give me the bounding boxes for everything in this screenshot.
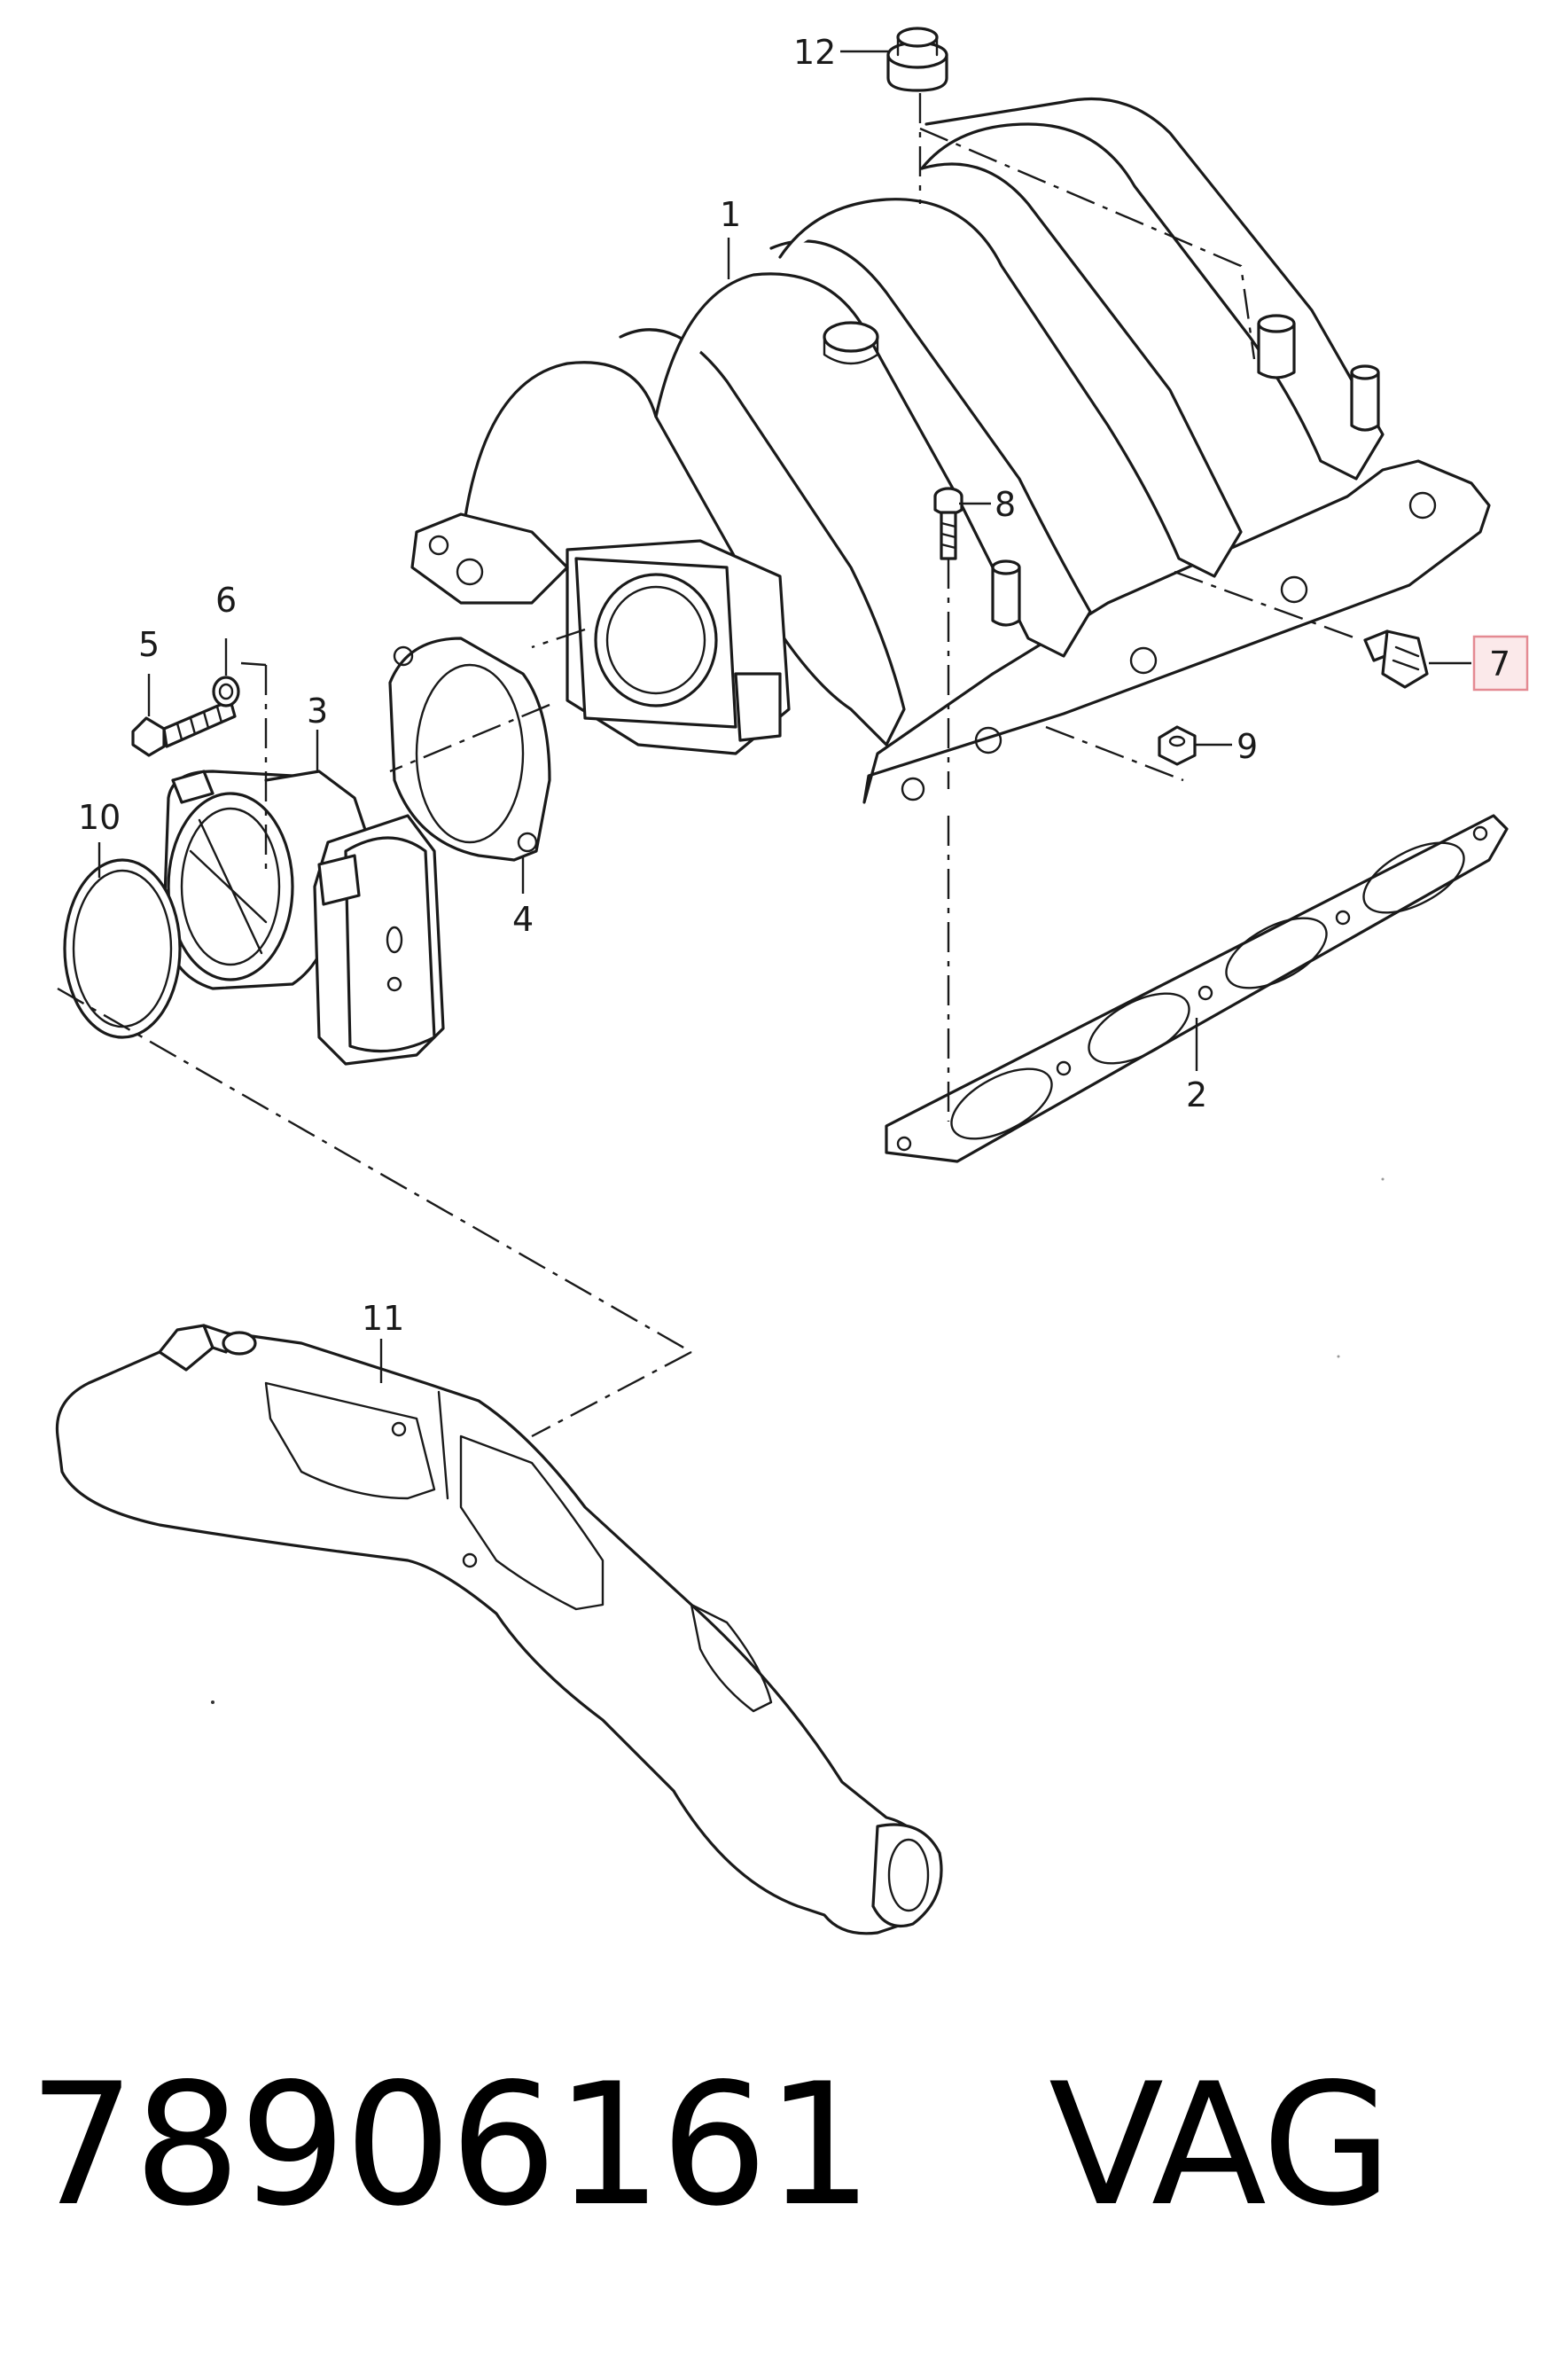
callout-12: 12 [793,33,836,72]
part-10-seal-ring [63,858,182,1039]
callout-7-highlight-box [1472,635,1529,692]
callout-7: 7 [1489,645,1510,684]
callout-10: 10 [78,798,121,837]
callout-11: 11 [362,1299,404,1338]
part-number: 78906161 [28,2047,873,2243]
part-11-air-duct [55,1324,943,1935]
callout-leaders [98,50,1471,1383]
parts-diagram: 12 1 8 7 9 6 5 3 10 4 2 11 [55,27,1529,1935]
part-9-nut [1158,725,1197,766]
part-2-gasket [885,814,1509,1163]
part-7-sensor [1363,629,1429,689]
part-4-throttle-gasket [388,637,551,862]
part-6-o-ring [212,676,240,707]
callout-8: 8 [995,485,1016,524]
callout-9: 9 [1236,727,1258,766]
callout-6: 6 [215,581,237,620]
speck [1381,1177,1385,1181]
speck [1337,1355,1340,1358]
callout-labels: 12 1 8 7 9 6 5 3 10 4 2 11 [78,33,1529,1338]
callout-1: 1 [720,195,741,234]
callout-4: 4 [512,900,534,939]
callout-2: 2 [1186,1075,1207,1114]
part-number-caption: 78906161 VAG [28,2039,1535,2252]
part-8-bolt [933,487,963,560]
part-1-intake-manifold [410,97,1491,804]
part-5-bolt [131,699,237,757]
brand-name: VAG [1049,2047,1392,2243]
speck [211,1700,215,1704]
assembly-lines [57,93,1357,1438]
part-3-throttle-body [162,770,445,1066]
callout-5: 5 [138,625,160,664]
callout-3: 3 [307,692,328,731]
part-12-grommet [886,27,948,92]
